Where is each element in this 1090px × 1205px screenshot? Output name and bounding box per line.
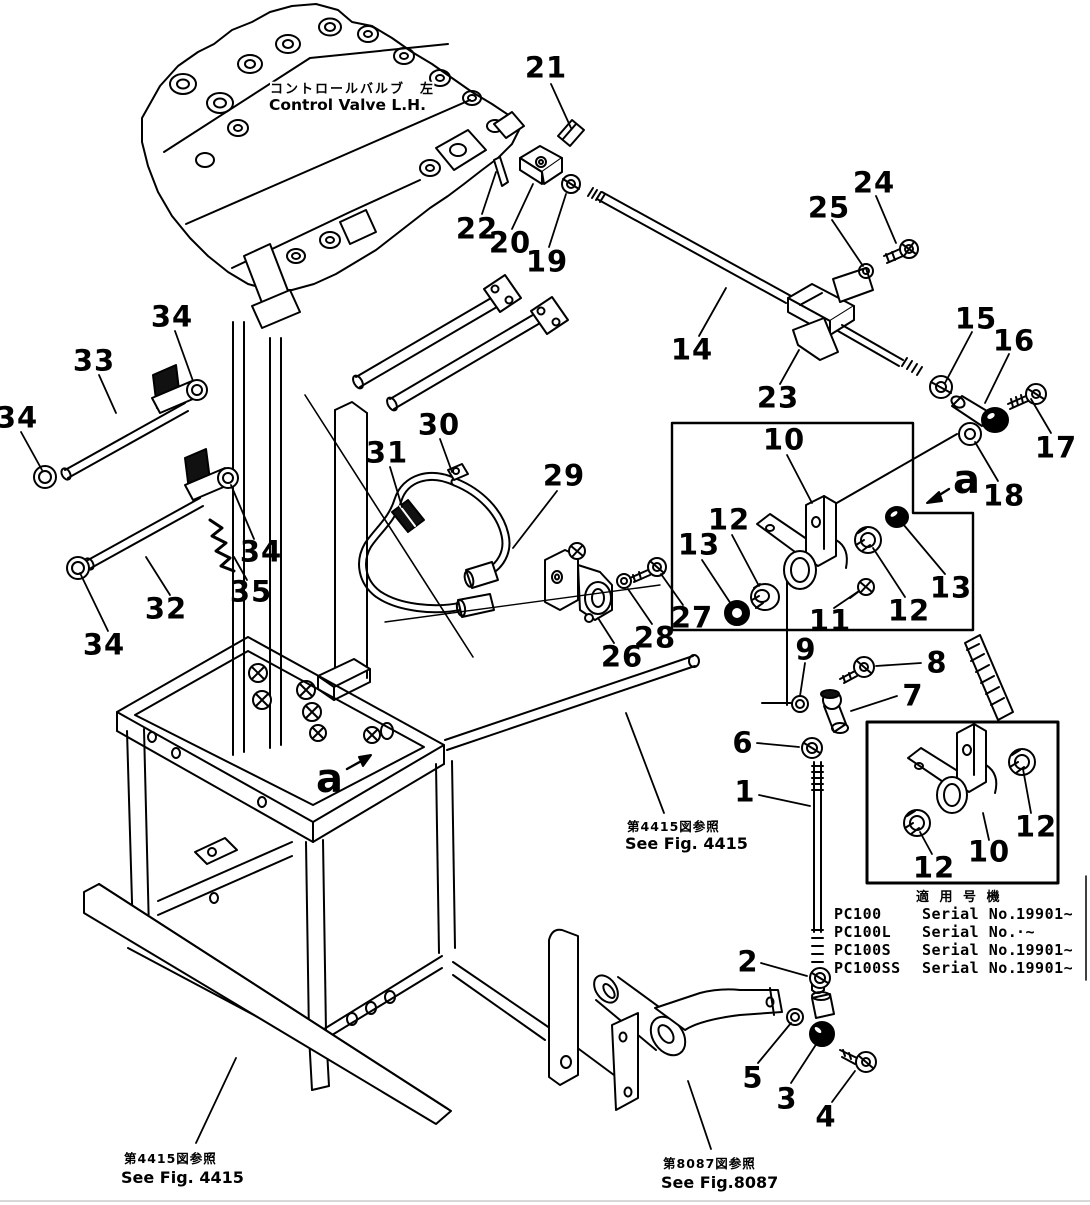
fig-ref-bottom-mid-en: See Fig.8087 bbox=[661, 1173, 778, 1192]
callout-20: 20 bbox=[488, 225, 532, 260]
callout-22: 22 bbox=[455, 211, 499, 246]
table-row-serial: 19901~ bbox=[1016, 905, 1073, 923]
fig-ref-mid-jp: 第4415図参照 bbox=[627, 819, 720, 834]
section-label-a: a bbox=[953, 457, 981, 503]
inset-bracket-10-assembly bbox=[903, 723, 1036, 837]
callout-18: 18 bbox=[982, 478, 1026, 513]
callout-34: 34 bbox=[0, 400, 39, 435]
callout-6: 6 bbox=[732, 725, 754, 760]
table-row-serial: 19901~ bbox=[1016, 941, 1073, 959]
callout-25: 25 bbox=[807, 190, 851, 225]
fig-ref-mid: 第4415図参照 See Fig. 4415 bbox=[623, 817, 750, 855]
table-row-serial-label: Serial No. bbox=[922, 905, 1017, 923]
callout-10: 10 bbox=[967, 834, 1011, 869]
rod-1-parts bbox=[791, 656, 875, 994]
callout-16: 16 bbox=[992, 323, 1036, 358]
table-row-model: PC100SS bbox=[834, 959, 901, 977]
table-row-model: PC100L bbox=[834, 923, 891, 941]
callout-32: 32 bbox=[144, 591, 188, 626]
valve-title-jp: コントロールバルブ 左 bbox=[270, 81, 435, 97]
inset-box-outline bbox=[865, 720, 1087, 981]
fig-ref-bottom-mid-jp: 第8087図参照 bbox=[663, 1156, 756, 1171]
callout-33: 33 bbox=[72, 343, 116, 378]
control-valve-drawing bbox=[141, 3, 525, 329]
callout-3: 3 bbox=[776, 1081, 798, 1116]
callout-29: 29 bbox=[542, 458, 586, 493]
fig-ref-bottom-mid: 第8087図参照 See Fig.8087 bbox=[659, 1154, 780, 1194]
table-row-serial-label: Serial No. bbox=[922, 923, 1017, 941]
lever-26-parts bbox=[544, 542, 667, 623]
right-linkage-15-18 bbox=[929, 375, 1047, 446]
callout-35: 35 bbox=[229, 574, 273, 609]
callout-34: 34 bbox=[150, 299, 194, 334]
applicability-table-header: 適 用 号 機 bbox=[916, 889, 1003, 905]
callout-1: 1 bbox=[734, 774, 756, 809]
section-pin-hatch bbox=[964, 634, 1014, 721]
callout-15: 15 bbox=[954, 301, 998, 336]
callout-10: 10 bbox=[762, 422, 806, 457]
callout-4: 4 bbox=[815, 1099, 837, 1134]
leader-lines bbox=[20, 83, 1052, 1150]
callout-19: 19 bbox=[525, 244, 569, 279]
callout-30: 30 bbox=[417, 407, 461, 442]
fig-ref-bottom-left: 第4415図参照 See Fig. 4415 bbox=[119, 1149, 246, 1189]
detail-box-a-outline bbox=[670, 421, 975, 632]
callout-31: 31 bbox=[365, 435, 409, 470]
pedal-rods-32-35 bbox=[33, 364, 239, 580]
callout-13: 13 bbox=[677, 527, 721, 562]
pedal-frame-drawing bbox=[83, 321, 700, 1125]
section-label-a: a bbox=[316, 756, 344, 802]
callout-27: 27 bbox=[670, 600, 714, 635]
callout-21: 21 bbox=[524, 50, 568, 85]
callout-26: 26 bbox=[600, 639, 644, 674]
callout-17: 17 bbox=[1034, 430, 1078, 465]
callout-7: 7 bbox=[902, 678, 924, 713]
table-row-serial: 19901~ bbox=[1016, 959, 1073, 977]
fig-ref-bottom-left-jp: 第4415図参照 bbox=[124, 1151, 217, 1166]
table-row-serial: ·~ bbox=[1016, 923, 1035, 941]
callout-2: 2 bbox=[737, 944, 759, 979]
bottom-lever-assembly bbox=[593, 967, 877, 1111]
fig-ref-bottom-left-en: See Fig. 4415 bbox=[121, 1168, 244, 1187]
callout-24: 24 bbox=[852, 165, 896, 200]
applicability-table: 適 用 号 機 PC100 Serial No. 19901~ PC100L S… bbox=[832, 887, 1075, 979]
callout-34: 34 bbox=[239, 534, 283, 569]
callout-5: 5 bbox=[742, 1060, 764, 1095]
table-row-serial-label: Serial No. bbox=[922, 941, 1017, 959]
valve-link-parts-19-22 bbox=[493, 119, 585, 194]
table-row-serial-label: Serial No. bbox=[922, 959, 1017, 977]
callout-12: 12 bbox=[912, 850, 956, 885]
valve-title-en: Control Valve L.H. bbox=[269, 96, 426, 114]
callout-28: 28 bbox=[633, 620, 677, 655]
callout-13: 13 bbox=[929, 570, 973, 605]
callout-34: 34 bbox=[82, 627, 126, 662]
callout-23: 23 bbox=[756, 380, 800, 415]
callout-12: 12 bbox=[1014, 809, 1058, 844]
table-row-model: PC100 bbox=[834, 905, 882, 923]
callout-9: 9 bbox=[795, 632, 817, 667]
rod-14-drawing bbox=[587, 187, 923, 376]
callout-11: 11 bbox=[808, 603, 852, 638]
callout-12: 12 bbox=[707, 502, 751, 537]
section-a-arrows bbox=[345, 487, 951, 771]
table-row-model: PC100S bbox=[834, 941, 891, 959]
handle-tubes bbox=[352, 274, 569, 412]
callout-14: 14 bbox=[670, 332, 714, 367]
bracket-10-assembly bbox=[724, 495, 909, 706]
fig-ref-mid-en: See Fig. 4415 bbox=[625, 834, 748, 853]
callout-12: 12 bbox=[887, 593, 931, 628]
callout-8: 8 bbox=[926, 645, 948, 680]
